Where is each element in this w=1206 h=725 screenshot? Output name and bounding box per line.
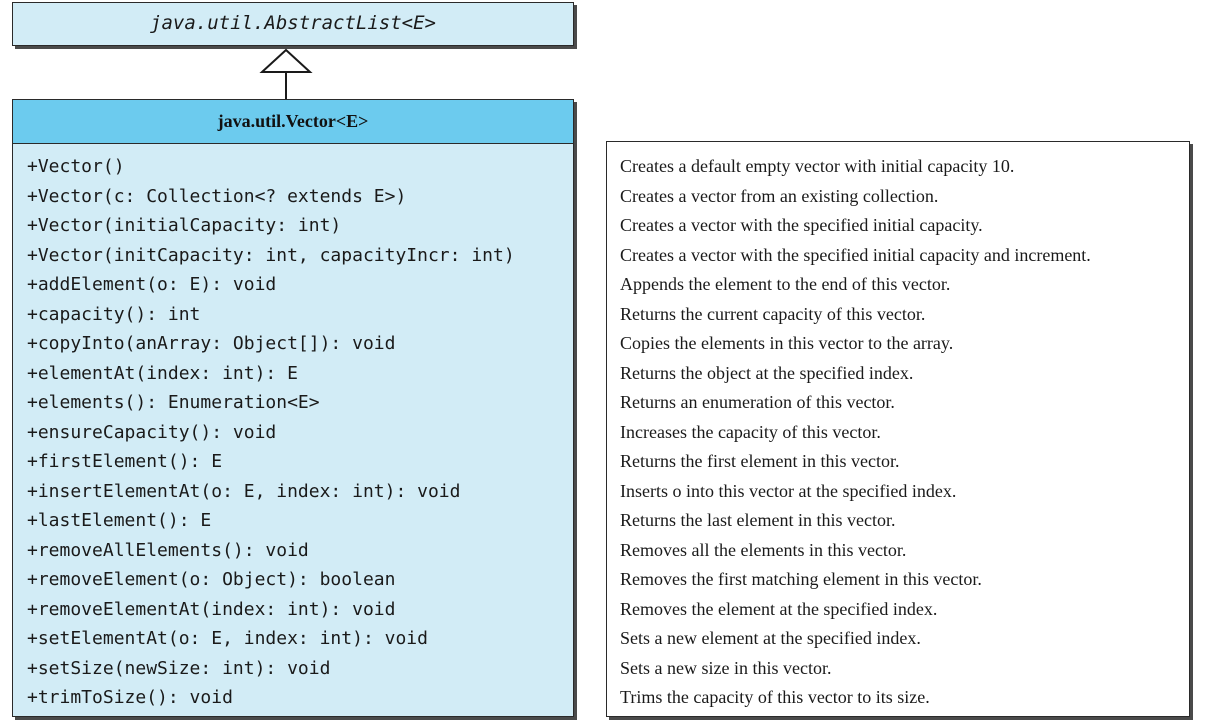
member-item: +setElementAt(o: E, index: int): void [27,628,428,649]
description-item: Returns an enumeration of this vector. [620,392,895,412]
member-item: +lastElement(): E [27,510,212,531]
description-item: Inserts o into this vector at the specif… [620,480,957,501]
class-box: java.util.Vector<E> +Vector() +Vector(c: … [12,99,574,717]
member-item: +ensureCapacity(): void [27,421,277,443]
member-item: +trimToSize(): void [27,687,233,708]
description-item: Returns the last element in this vector. [620,510,896,530]
class-header: java.util.Vector<E> [13,100,573,144]
member-item: +addElement(o: E): void [27,274,277,295]
description-item: Creates a vector from an existing collec… [620,185,939,206]
description-item: Appends the element to the end of this v… [620,274,951,294]
superclass-box: java.util.AbstractList<E> [12,2,574,46]
member-item: +Vector(c: Collection<? extends E>) [27,185,407,207]
description-list: Creates a default empty vector with init… [620,152,1091,713]
class-name: java.util.Vector<E> [217,111,369,131]
member-item: +setSize(newSize: int): void [27,657,331,679]
description-item: Returns the current capacity of this vec… [620,303,926,324]
member-item: +removeElementAt(index: int): void [27,598,396,620]
description-item: Copies the elements in this vector to th… [620,333,954,353]
inheritance-arrow-icon [259,48,313,99]
description-item: Sets a new element at the specified inde… [620,628,921,648]
description-item: Creates a vector with the specified init… [620,215,983,235]
member-item: +removeAllElements(): void [27,539,309,561]
description-item: Removes the element at the specified ind… [620,598,938,619]
member-item: +firstElement(): E [27,451,223,472]
superclass-name: java.util.AbstractList<E> [150,12,436,34]
member-item: +elementAt(index: int): E [27,362,298,384]
description-item: Creates a vector with the specified init… [620,244,1091,265]
member-item: +Vector(initialCapacity: int) [27,215,342,236]
description-item: Creates a default empty vector with init… [620,156,1015,176]
description-item: Increases the capacity of this vector. [620,421,881,442]
description-item: Trims the capacity of this vector to its… [620,687,930,707]
member-item: +removeElement(o: Object): boolean [27,569,396,590]
member-item: +capacity(): int [27,303,201,325]
description-item: Removes all the elements in this vector. [620,539,907,560]
description-item: Returns the first element in this vector… [620,451,900,471]
description-item: Returns the object at the specified inde… [620,362,914,383]
member-item: +Vector() [27,156,125,177]
description-box: Creates a default empty vector with init… [606,141,1190,717]
member-item: +insertElementAt(o: E, index: int): void [27,480,461,502]
member-item: +elements(): Enumeration<E> [27,392,320,413]
member-list: +Vector() +Vector(c: Collection<? extends… [27,152,515,713]
description-item: Removes the first matching element in th… [620,569,982,589]
member-item: +Vector(initCapacity: int, capacityIncr:… [27,244,515,266]
member-item: +copyInto(anArray: Object[]): void [27,333,396,354]
description-item: Sets a new size in this vector. [620,657,832,678]
